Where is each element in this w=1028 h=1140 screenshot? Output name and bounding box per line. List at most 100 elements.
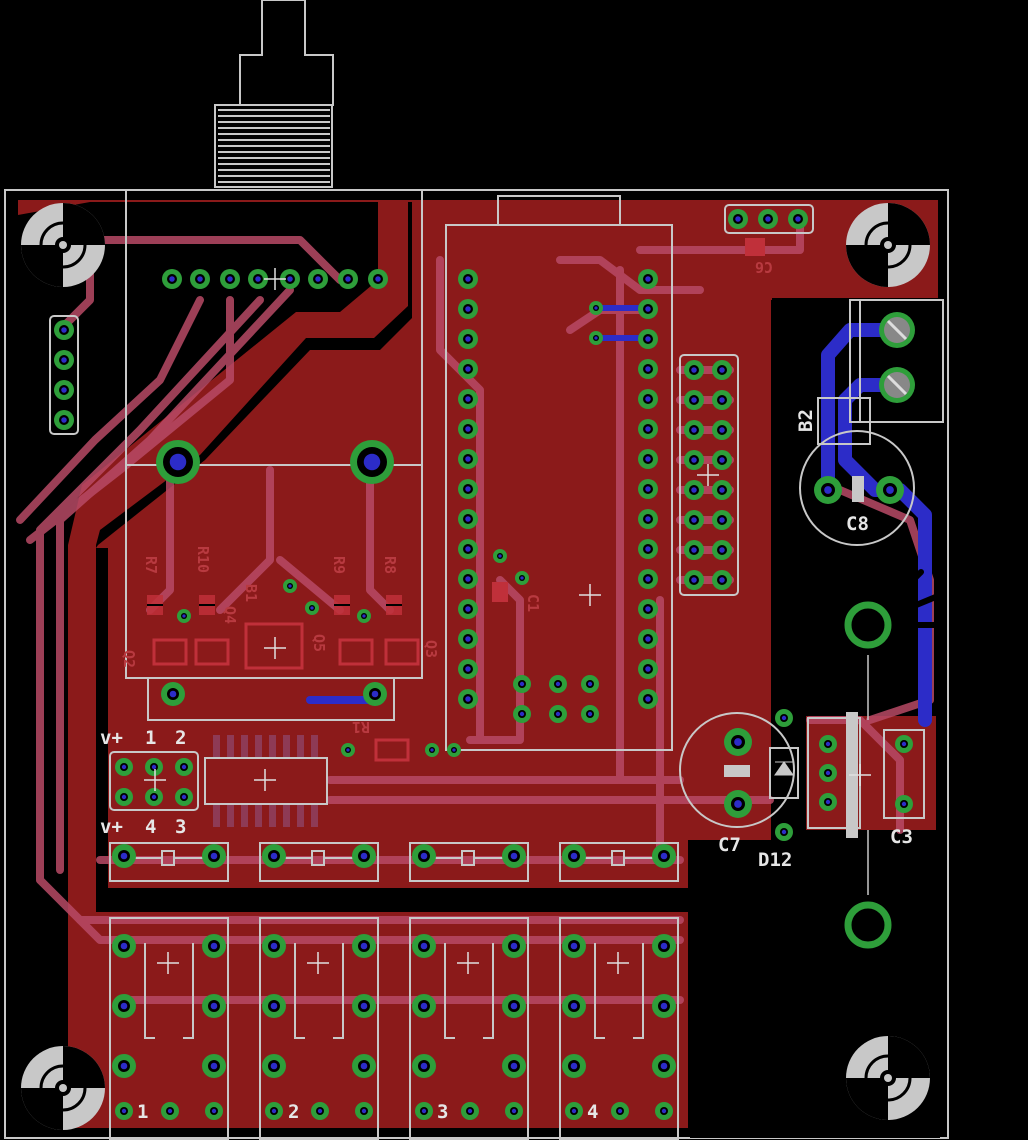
pad-via (169, 453, 187, 471)
pad-via (886, 486, 894, 494)
pad-via (511, 1108, 517, 1114)
pad-via (360, 1062, 368, 1070)
c7-outline (679, 712, 795, 828)
c7-polarity (724, 765, 750, 777)
ic-pin (227, 735, 234, 757)
pad-via (555, 711, 561, 717)
pad-via (691, 517, 697, 523)
mount-quadrant (63, 203, 105, 245)
pad-via (645, 456, 651, 462)
pad-via (465, 366, 471, 372)
pad-via (645, 486, 651, 492)
pad-via (510, 852, 518, 860)
pad-via (120, 1062, 128, 1070)
pad-via (121, 794, 127, 800)
label-pin4: 4 (145, 816, 156, 838)
pad-via (465, 396, 471, 402)
relay-fuse-outline (559, 842, 679, 882)
pad-via (210, 1002, 218, 1010)
label-pin3: 3 (175, 816, 186, 838)
header-jumpers (109, 751, 199, 811)
ic-outline (204, 757, 328, 805)
mount-dot (884, 1074, 892, 1082)
pad-via (420, 852, 428, 860)
pad-via (151, 794, 157, 800)
pad-via (587, 711, 593, 717)
pad-via (120, 942, 128, 950)
terminal-slot (886, 319, 908, 341)
smd-transistor (152, 638, 188, 666)
label-b2: B2 (795, 409, 817, 432)
pad-via (719, 397, 725, 403)
pad-via (465, 456, 471, 462)
pad-via (645, 276, 651, 282)
pad-via (270, 1002, 278, 1010)
pad-via (361, 1108, 367, 1114)
d12-symbol (774, 761, 794, 776)
pad-via (169, 276, 175, 282)
smd-transistor (384, 638, 420, 666)
pad-via (421, 1108, 427, 1114)
pad-via (645, 636, 651, 642)
heatsink-fin-inner (876, 552, 900, 601)
pad-via (310, 606, 314, 610)
ic-pin (241, 805, 248, 827)
pad-via (719, 577, 725, 583)
mounting-hole (846, 203, 930, 287)
heatsink-top (790, 547, 946, 720)
pad-via (645, 696, 651, 702)
pad-via (660, 942, 668, 950)
pad-via (61, 327, 67, 333)
potentiometer-silkscreen (214, 0, 334, 188)
smd-r1 (374, 738, 410, 762)
header-2x8 (679, 354, 739, 596)
mounting-hole (21, 203, 105, 287)
pad-via (465, 516, 471, 522)
pad-via (520, 576, 524, 580)
label-vplus-top: v+ (100, 727, 123, 749)
pad-via (197, 276, 203, 282)
label-pin2: 2 (175, 727, 186, 749)
pad-via (765, 216, 771, 222)
keepout-bottom-strip (96, 888, 690, 912)
mount-ring (864, 221, 912, 269)
pad-via (465, 696, 471, 702)
label-pin1: 1 (145, 727, 156, 749)
c3-outline (883, 729, 925, 819)
pad-via (465, 636, 471, 642)
c8-polarity (852, 476, 864, 502)
heatsink-fin-inner (811, 868, 850, 907)
board-outline (4, 189, 949, 1139)
pad-via (465, 426, 471, 432)
pad-via (430, 748, 434, 752)
pad-via (824, 486, 832, 494)
pad-via (691, 397, 697, 403)
ic-pin (297, 735, 304, 757)
pad-via (570, 942, 578, 950)
pad-via (734, 738, 742, 746)
mount-dot (884, 241, 892, 249)
relay-outline (109, 917, 229, 1140)
smd-c6 (745, 238, 765, 256)
pad-via (735, 216, 741, 222)
pad-via (825, 770, 831, 776)
c8-outline (799, 430, 915, 546)
pad-via (362, 614, 366, 618)
pad-via (645, 306, 651, 312)
relay-3 (409, 842, 529, 1140)
pad-via (465, 666, 471, 672)
label-r10: R10 (194, 546, 212, 573)
ic-pin (255, 805, 262, 827)
pad-via (719, 487, 725, 493)
pad-via (691, 427, 697, 433)
relay-contacts (444, 943, 494, 1039)
pad-via (617, 1108, 623, 1114)
pad-via (498, 554, 502, 558)
pad-via (645, 606, 651, 612)
ic-pin (255, 735, 262, 757)
pad-via (570, 1002, 578, 1010)
pad-via (420, 1002, 428, 1010)
pad-via (420, 942, 428, 950)
heatsink-fin-inner (795, 893, 844, 917)
